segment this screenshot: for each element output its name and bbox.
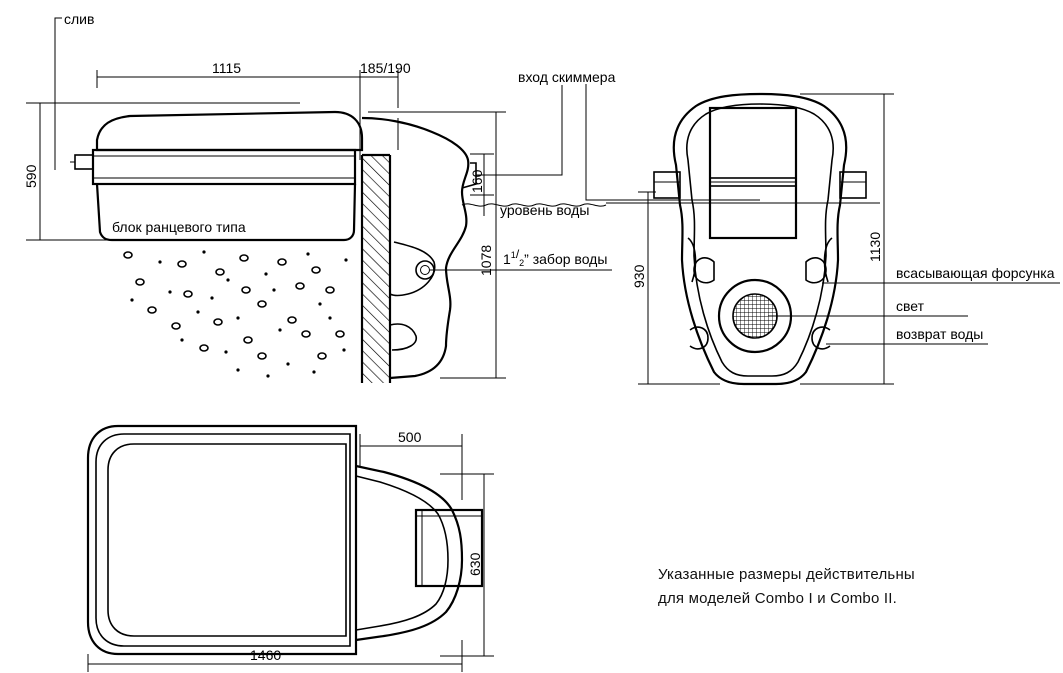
unit-rim (91, 148, 357, 186)
plan-outer (86, 424, 358, 656)
dim-1460: 1460 (250, 647, 281, 663)
water-level-wave (461, 203, 607, 207)
water-level-label: уровень воды (500, 202, 589, 218)
dim-160: 160 (469, 169, 485, 193)
ground-dots (130, 250, 348, 378)
dim-185-190: 185/190 (360, 60, 411, 76)
suction-nozzle-right (805, 257, 827, 284)
skimmer-body (361, 116, 470, 380)
side-view: слив 1115 185/190 590 блок ранцевого тип… (23, 11, 616, 383)
dim-500: 500 (398, 429, 422, 445)
dim-1115: 1115 (212, 60, 241, 76)
front-body (672, 92, 848, 386)
left-handle (653, 171, 681, 199)
dim-1078: 1078 (478, 245, 494, 276)
skimmer-inlet-leader (476, 85, 563, 176)
return-nozzle-left (689, 326, 709, 350)
drain-label: слив (64, 11, 94, 27)
backpack-unit-label: блок ранцевого типа (112, 219, 246, 235)
validity-note-line1: Указанные размеры действительны (658, 566, 915, 583)
right-handle (839, 171, 867, 199)
unit-lower-body (95, 183, 357, 242)
skimmer-window (708, 106, 798, 240)
ground-aggregate (123, 251, 345, 360)
unit-lid (95, 110, 364, 152)
skimmer-inlet-label: вход скиммера (518, 69, 616, 85)
skimmer-inlet (461, 162, 477, 189)
plan-skimmer-opening (414, 508, 484, 588)
light-label: свет (896, 298, 925, 314)
plan-view: 500 630 1460 (86, 424, 494, 672)
water-intake-label: 11/2” забор воды (503, 247, 607, 268)
dim-930: 930 (631, 264, 647, 288)
suction-nozzle-label: всасывающая форсунка (896, 265, 1055, 281)
drain-spout (74, 154, 94, 170)
drain-leader (54, 17, 62, 170)
pool-wall (362, 155, 390, 383)
front-view: 1130 930 всасывающая форсунка свет возвр… (585, 84, 1060, 386)
validity-note-line2: для моделей Combo I и Combo II. (658, 590, 897, 607)
skimmer-window-leader (585, 84, 760, 201)
intake-housing (389, 241, 436, 297)
return-housing (389, 323, 417, 351)
dim-590: 590 (23, 164, 39, 188)
return-nozzle-right (811, 326, 831, 350)
suction-nozzle-left (693, 257, 715, 284)
plan-skimmer (355, 464, 464, 642)
water-return-label: возврат воды (896, 326, 983, 342)
dim-1130: 1130 (867, 232, 883, 262)
dim-630: 630 (467, 552, 483, 576)
